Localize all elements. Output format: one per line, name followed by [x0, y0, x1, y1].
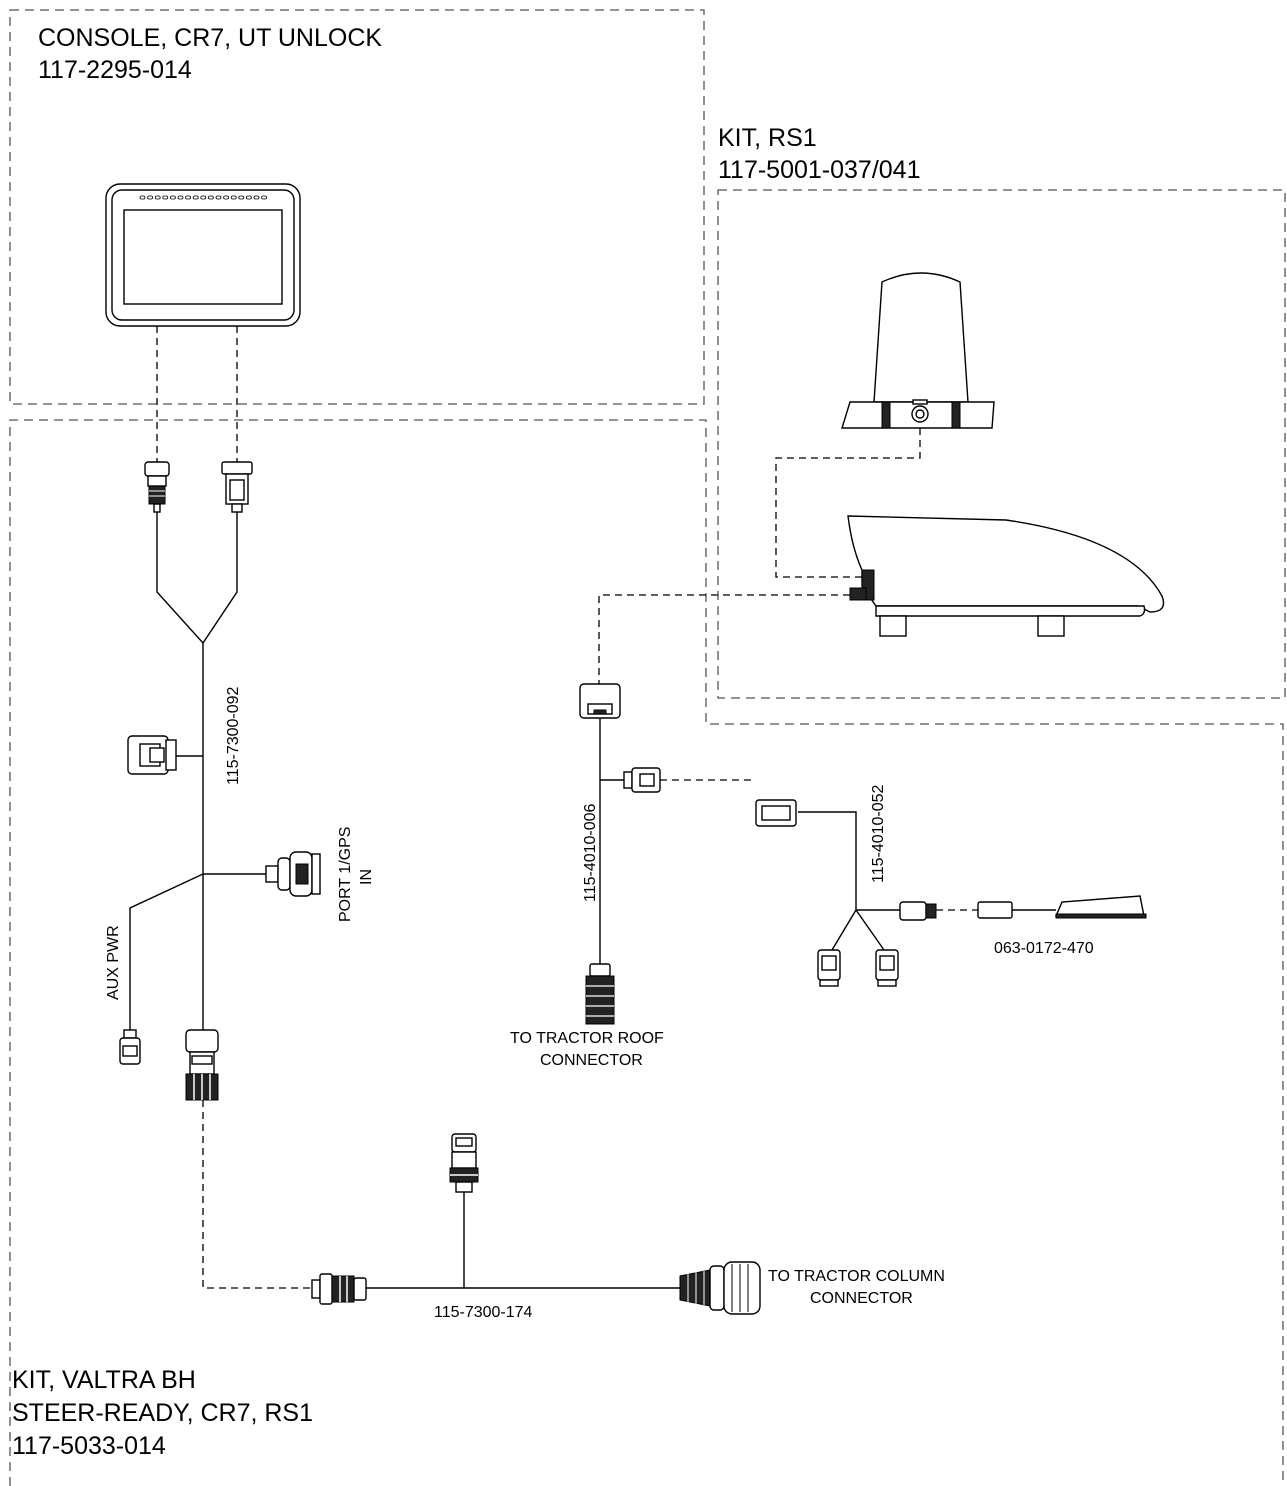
switch-cable-top-connector — [755, 799, 797, 827]
rs1-kit-title: KIT, RS1 — [718, 124, 817, 152]
valtra-kit-part: 117-5033-014 — [12, 1432, 166, 1460]
column-branch-connector — [449, 1133, 479, 1193]
valtra-kit-title: KIT, VALTRA BH — [12, 1366, 196, 1394]
column-cable — [366, 1192, 680, 1289]
aux-pwr-label: AUX PWR — [105, 925, 122, 1000]
rs1-kit-part: 117-5001-037/041 — [718, 156, 921, 184]
console-kit-part: 117-2295-014 — [38, 56, 192, 84]
switch-cable-left-connector — [817, 949, 841, 987]
console-led — [238, 195, 245, 200]
switch-cable-end-connector — [899, 901, 937, 921]
console-led — [162, 195, 169, 200]
console-led — [177, 195, 184, 200]
console-led — [207, 195, 214, 200]
roof-cable — [599, 718, 624, 964]
rs1-steering-controller — [847, 515, 1165, 637]
tractor-column-connector — [679, 1261, 761, 1315]
column-inline-connector — [311, 1273, 367, 1305]
foot-switch — [977, 895, 1147, 919]
console-led — [169, 195, 176, 200]
console-kit-boundary — [9, 9, 705, 405]
console-led — [245, 195, 252, 200]
console-led — [139, 195, 146, 200]
tractor-roof-connector — [585, 963, 615, 1025]
console-led — [192, 195, 199, 200]
port1-gps-connector — [265, 851, 321, 897]
aux-pwr-connector — [119, 1029, 141, 1065]
console-deutsch-connector — [221, 461, 253, 513]
console-led — [223, 195, 230, 200]
valtra-kit-boundary — [9, 419, 1284, 1486]
tractor-column-label-line1: TO TRACTOR COLUMN — [768, 1268, 945, 1285]
roof-cable-inline-connector — [623, 767, 661, 793]
console-round-connector — [144, 461, 170, 513]
valtra-kit-subtitle: STEER-READY, CR7, RS1 — [12, 1399, 313, 1427]
tractor-roof-label-line2: CONNECTOR — [540, 1052, 643, 1069]
harness-bottom-connector — [185, 1029, 219, 1101]
cr7-console-display — [105, 183, 301, 327]
console-led — [215, 195, 222, 200]
console-led-row — [139, 195, 268, 200]
port1-gps-label-line1: PORT 1/GPS — [337, 827, 354, 922]
console-led — [147, 195, 154, 200]
console-led — [185, 195, 192, 200]
switch-cable — [798, 811, 900, 951]
console-led — [253, 195, 260, 200]
rs1-kit-boundary — [717, 189, 1286, 699]
console-led — [230, 195, 237, 200]
console-kit-title: CONSOLE, CR7, UT UNLOCK — [38, 24, 382, 52]
switch-cable-label: 115-4010-052 — [870, 784, 887, 883]
tractor-column-label-line2: CONNECTOR — [810, 1290, 913, 1307]
column-cable-label: 115-7300-174 — [434, 1304, 533, 1321]
console-led — [200, 195, 207, 200]
main-harness-label: 115-7300-092 — [225, 686, 242, 785]
main-harness — [129, 512, 266, 1030]
console-led — [154, 195, 161, 200]
roof-cable-top-connector — [579, 683, 621, 719]
rs1-antenna — [841, 272, 995, 429]
switch-cable-right-connector — [875, 949, 899, 987]
roof-cable-label: 115-4010-006 — [582, 803, 599, 902]
port1-gps-label-line2: IN — [358, 869, 375, 885]
harness-side-connector — [127, 735, 177, 775]
foot-switch-label: 063-0172-470 — [994, 940, 1094, 957]
console-led — [261, 195, 268, 200]
tractor-roof-label-line1: TO TRACTOR ROOF — [510, 1030, 664, 1047]
